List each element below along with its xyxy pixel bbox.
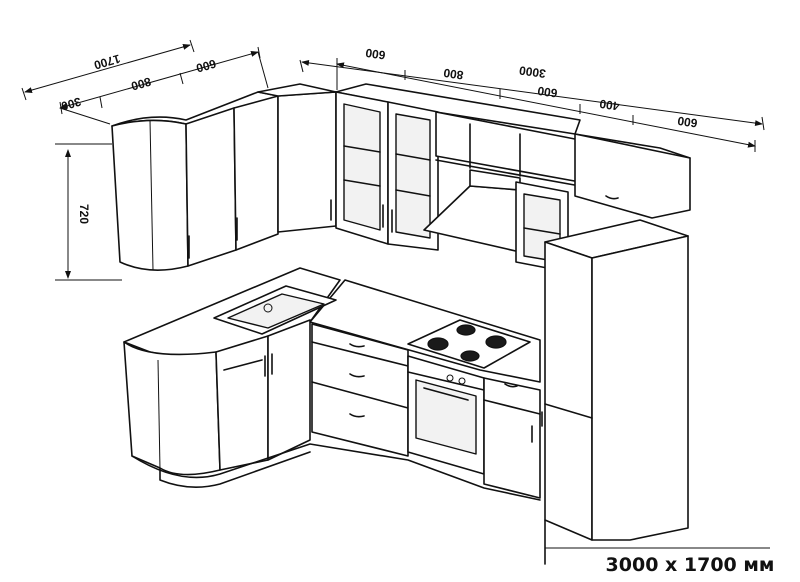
dim-label-600-left: 600 (194, 56, 217, 75)
cooktop-burners (427, 324, 507, 362)
dim-label-720: 720 (77, 204, 91, 224)
dim-label-1700: 1700 (92, 51, 122, 72)
dim-label-3000: 3000 (518, 63, 547, 81)
dim-label-300-left: 300 (59, 94, 82, 113)
dim-label-800-right: 800 (442, 66, 464, 83)
dim-label-800-left: 800 (129, 74, 152, 93)
upper-right-cabinets (335, 83, 691, 273)
dimensions-caption: 3000 x 1700 мм (606, 554, 775, 576)
dim-label-600-right-a: 600 (364, 46, 386, 63)
dimension-labels: 3000 1700 600 800 600 400 600 300 800 60… (59, 46, 698, 225)
dim-label-600-right-b: 600 (536, 84, 558, 101)
dimension-lines (21, 39, 765, 281)
dim-label-400-right: 400 (598, 97, 620, 114)
dim-label-600-right-c: 600 (676, 114, 698, 131)
refrigerator (541, 219, 689, 541)
base-cabinets (123, 267, 541, 501)
floor-outline (544, 519, 770, 565)
upper-left-cabinets (111, 83, 337, 271)
